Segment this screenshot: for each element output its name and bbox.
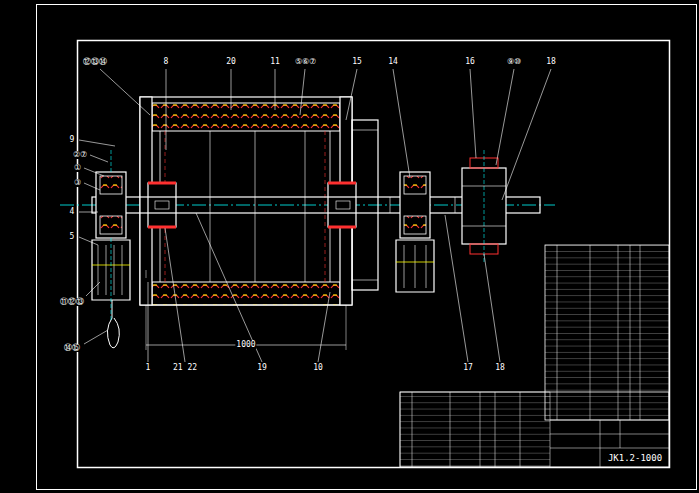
dimension-text: 1000	[235, 341, 256, 349]
callout-number: 19	[256, 364, 268, 372]
callout-number: 4	[69, 208, 76, 216]
callout-number: 11	[269, 58, 281, 66]
callout-number: 17	[462, 364, 474, 372]
callout-number: ③	[73, 179, 82, 187]
callout-number: 16	[464, 58, 476, 66]
callout-number: 8	[163, 58, 170, 66]
callout-number: ⑨⑩	[506, 58, 522, 66]
callout-number: 20	[225, 58, 237, 66]
callout-number: 14	[387, 58, 399, 66]
callout-number: ⑪⑫⑬	[59, 298, 85, 306]
callout-number: ⑫⑬⑭	[82, 58, 108, 66]
callout-number: 18	[545, 58, 557, 66]
callout-number: ①	[73, 164, 82, 172]
callout-number: 10	[312, 364, 324, 372]
callout-number: 5	[69, 233, 76, 241]
callout-number: ⑤⑥⑦	[294, 58, 317, 66]
callout-number: ⑭⑮	[63, 344, 81, 352]
callout-number: 15	[351, 58, 363, 66]
callout-number: 9	[69, 136, 76, 144]
callout-number: 21 22	[172, 364, 198, 372]
callout-number: 18	[494, 364, 506, 372]
drawing-number: JK1.2-1000	[607, 454, 663, 463]
callout-number: 1	[145, 364, 152, 372]
callout-number: ②⑦	[72, 151, 88, 159]
